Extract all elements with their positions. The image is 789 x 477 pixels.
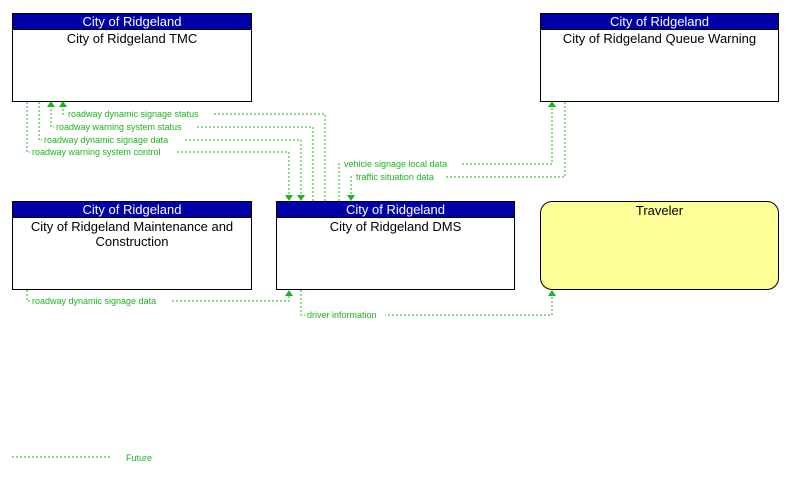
flow-vehicle-signage-local-data[interactable]: vehicle signage local data xyxy=(338,101,556,201)
flow-roadway-warning-system-status[interactable]: roadway warning system status xyxy=(47,101,314,201)
node-tmc-owner: City of Ridgeland xyxy=(13,14,251,30)
node-queue-warning[interactable]: City of Ridgeland City of Ridgeland Queu… xyxy=(540,13,779,102)
legend: Future xyxy=(12,453,152,463)
flow-label-f1: roadway dynamic signage status xyxy=(68,109,199,119)
node-queue-warning-owner: City of Ridgeland xyxy=(541,14,778,30)
node-dms[interactable]: City of Ridgeland City of Ridgeland DMS xyxy=(276,201,515,290)
flow-traffic-situation-data[interactable]: traffic situation data xyxy=(347,102,566,201)
node-queue-warning-name: City of Ridgeland Queue Warning xyxy=(562,31,757,46)
node-traveler-name: Traveler xyxy=(635,203,684,218)
node-tmc[interactable]: City of Ridgeland City of Ridgeland TMC xyxy=(12,13,252,102)
node-maintenance-name: City of Ridgeland Maintenance and Constr… xyxy=(30,219,234,249)
flow-label-f2: roadway warning system status xyxy=(56,122,182,132)
node-traveler[interactable]: Traveler xyxy=(540,201,779,290)
flow-driver-information[interactable]: driver information xyxy=(300,290,556,320)
node-dms-owner: City of Ridgeland xyxy=(277,202,514,218)
flow-label-f3: roadway dynamic signage data xyxy=(44,135,168,145)
flow-label-f7: roadway dynamic signage data xyxy=(32,296,156,306)
flow-roadway-warning-system-control[interactable]: roadway warning system control xyxy=(26,102,293,201)
flow-label-f4: roadway warning system control xyxy=(32,147,161,157)
node-tmc-name: City of Ridgeland TMC xyxy=(66,31,198,46)
legend-future-label: Future xyxy=(126,453,152,463)
node-maintenance-owner: City of Ridgeland xyxy=(13,202,251,218)
flow-roadway-dynamic-signage-data-tmc[interactable]: roadway dynamic signage data xyxy=(38,102,305,201)
node-maintenance[interactable]: City of Ridgeland City of Ridgeland Main… xyxy=(12,201,252,290)
flow-roadway-dynamic-signage-data-maint[interactable]: roadway dynamic signage data xyxy=(26,290,293,306)
flow-label-f8: driver information xyxy=(307,310,377,320)
node-dms-name: City of Ridgeland DMS xyxy=(329,219,462,234)
flow-roadway-dynamic-signage-status[interactable]: roadway dynamic signage status xyxy=(59,101,326,201)
flow-label-f5: vehicle signage local data xyxy=(344,159,447,169)
flow-label-f6: traffic situation data xyxy=(356,172,434,182)
